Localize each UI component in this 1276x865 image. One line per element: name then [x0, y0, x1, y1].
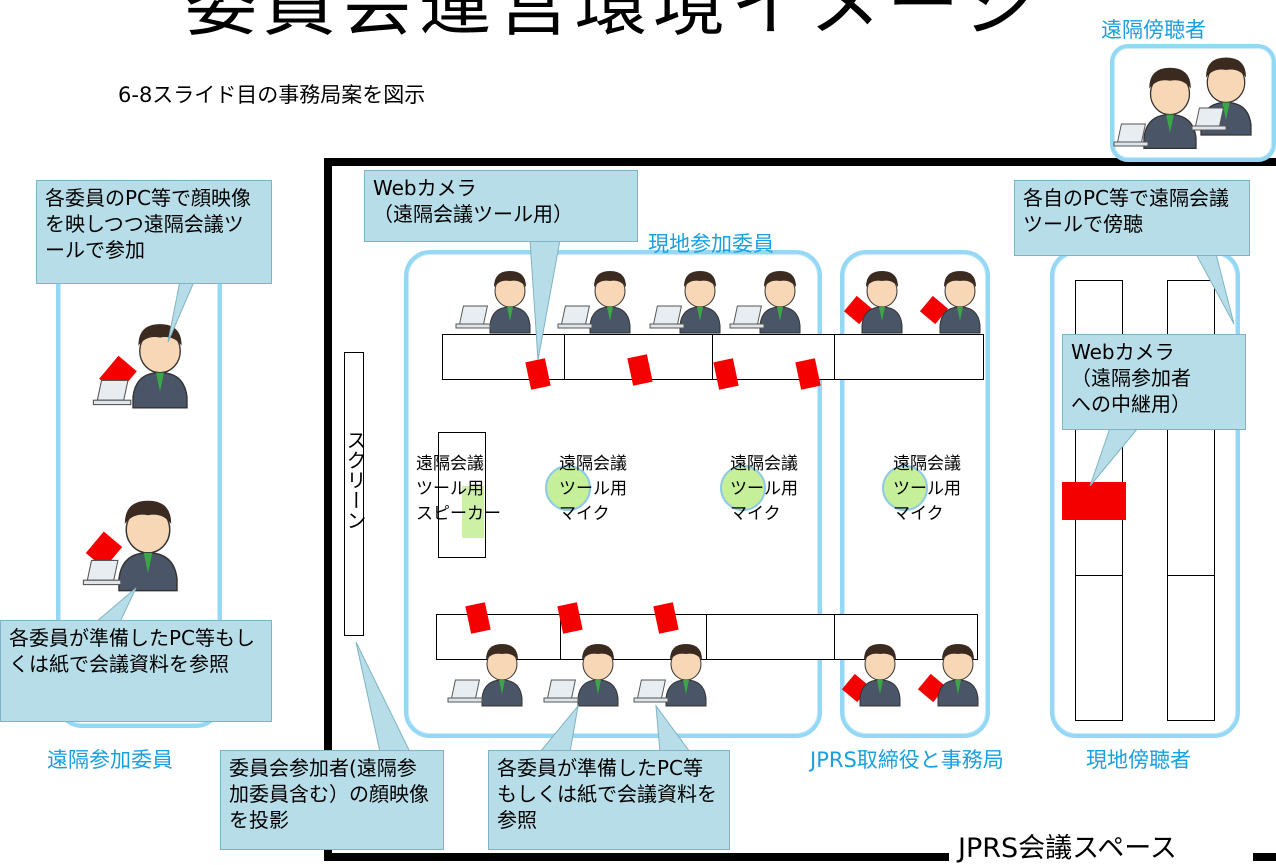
- callout-remote-member-camera: 各委員のPC等で顔映像を映しつつ遠隔会議ツールで参加: [36, 180, 272, 284]
- group-onsite-members: [404, 250, 822, 738]
- desk-bottom-3: [706, 614, 836, 660]
- callout-projection: 委員会参加者(遠隔参加委員含む）の顔映像を投影: [220, 750, 444, 850]
- observer-bench-left-bottom: [1075, 575, 1123, 721]
- group-remote-observer: [1110, 44, 1276, 162]
- microphone-icon: [545, 465, 591, 511]
- label-remote-observer: 遠隔傍聴者: [1101, 18, 1206, 42]
- callout-remote-member-docs: 各委員が準備したPC等もしくは紙で会議資料を参照: [0, 620, 272, 722]
- callout-onsite-member-docs: 各委員が準備したPC等もしくは紙で会議資料を参照: [488, 750, 730, 850]
- label-onsite-observers: 現地傍聴者: [1086, 748, 1191, 772]
- mic-label-2: 遠隔会議 ツール用 マイク: [730, 454, 798, 524]
- callout-webcam-relay: Webカメラ （遠隔参加者 への中継用）: [1062, 334, 1246, 430]
- room-wall-bottom-right: [1253, 853, 1276, 861]
- label-jprs-staff: JPRS取締役と事務局: [810, 748, 1004, 772]
- group-jprs-staff: [840, 250, 990, 738]
- label-onsite-members: 現地参加委員: [648, 232, 774, 256]
- projector-screen: [344, 352, 364, 636]
- page-title: 委員会運営環境イメージ: [185, 0, 1042, 46]
- desk-top-4: [834, 334, 984, 380]
- screen-label: スクリーン: [343, 430, 367, 530]
- room-wall-top: [324, 158, 1276, 166]
- speaker-box: [438, 432, 486, 558]
- microphone-icon: [882, 465, 928, 511]
- mic-label-1: 遠隔会議 ツール用 マイク: [559, 454, 627, 524]
- speaker-icon: [462, 486, 484, 538]
- observer-bench-right-bottom: [1167, 575, 1215, 721]
- webcam-icon: [1062, 482, 1126, 520]
- mic-label-3: 遠隔会議 ツール用 マイク: [893, 454, 961, 524]
- microphone-icon: [720, 465, 766, 511]
- room-wall-bottom: [324, 853, 949, 861]
- room-wall-left: [324, 158, 332, 861]
- desk-bottom-1: [436, 614, 562, 660]
- callout-webcam-tool: Webカメラ （遠隔会議ツール用）: [364, 170, 638, 242]
- page-subtitle: 6-8スライド目の事務局案を図示: [118, 83, 426, 107]
- callout-observer-pc: 各自のPC等で遠隔会議ツールで傍聴: [1014, 180, 1250, 256]
- speaker-label: 遠隔会議 ツール用 スピーカー: [416, 454, 501, 524]
- desk-bottom-2: [560, 614, 708, 660]
- desk-bottom-4: [834, 614, 978, 660]
- label-remote-members: 遠隔参加委員: [47, 748, 173, 772]
- room-label: JPRS会議スペース: [958, 833, 1177, 864]
